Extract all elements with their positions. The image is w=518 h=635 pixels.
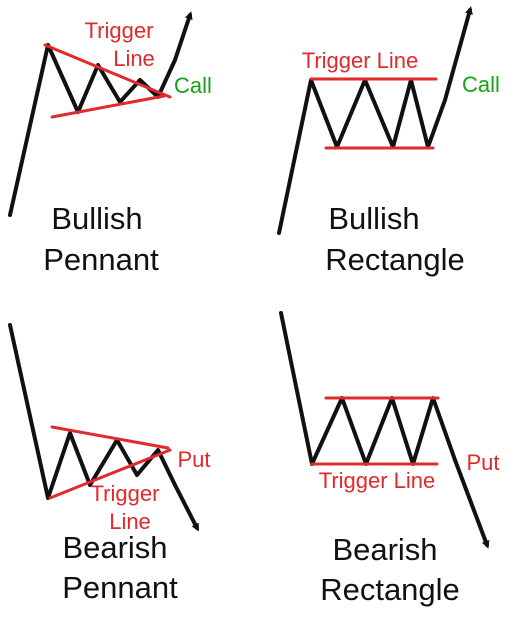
bearish-rectangle-title-line1: Bearish: [332, 532, 437, 567]
bearish-pennant-price-line: [8, 323, 177, 500]
bullish-pennant-trigger-label-line1: Trigger: [85, 18, 154, 43]
bullish-rectangle-breakout-arrow: [443, 6, 473, 102]
bullish-pennant-lower-trend-line: [50, 94, 166, 119]
bearish-pennant-title-line2: Pennant: [62, 570, 178, 605]
bullish-rectangle-title-line1: Bullish: [328, 201, 419, 236]
bullish-pennant-upper-trend-line: [43, 43, 172, 99]
bullish-rectangle-trigger-label: Trigger Line: [302, 48, 419, 73]
bearish-rectangle-price-line: [279, 311, 457, 466]
bearish-pennant-put-label: Put: [177, 447, 210, 472]
bearish-pennant-title-line1: Bearish: [62, 530, 167, 565]
bullish-rectangle-title-line2: Rectangle: [325, 242, 465, 277]
bullish-pennant-breakout-arrow: [173, 11, 193, 62]
bullish-rectangle-panel: Trigger Line Call Bullish Rectangle: [277, 6, 500, 277]
bearish-pennant-panel: Put Trigger Line Bearish Pennant: [8, 323, 211, 605]
bullish-pennant-trigger-label-line2: Line: [113, 46, 155, 71]
bullish-pennant-call-label: Call: [174, 73, 212, 98]
bullish-rectangle-price-line: [277, 78, 447, 235]
bearish-rectangle-title-line2: Rectangle: [320, 572, 460, 607]
bearish-pennant-trigger-label-line2: Line: [109, 509, 151, 534]
bullish-rectangle-call-label: Call: [462, 72, 500, 97]
bullish-pennant-panel: Trigger Line Call Bullish Pennant: [8, 11, 212, 277]
bearish-rectangle-panel: Trigger Line Put Bearish Rectangle: [279, 311, 500, 607]
bullish-pennant-title-line1: Bullish: [51, 201, 142, 236]
bearish-pennant-trigger-label-line1: Trigger: [91, 481, 160, 506]
bearish-pennant-upper-trend-line: [50, 425, 170, 450]
bullish-pennant-title-line2: Pennant: [43, 242, 159, 277]
bearish-rectangle-trigger-label: Trigger Line: [319, 468, 436, 493]
bearish-pennant-breakdown-arrow: [173, 483, 199, 532]
bearish-rectangle-put-label: Put: [466, 450, 499, 475]
bearish-rectangle-breakdown-arrow: [453, 458, 490, 549]
bearish-pennant-lower-trigger-line: [48, 448, 172, 500]
bullish-pennant-price-line: [8, 43, 177, 217]
